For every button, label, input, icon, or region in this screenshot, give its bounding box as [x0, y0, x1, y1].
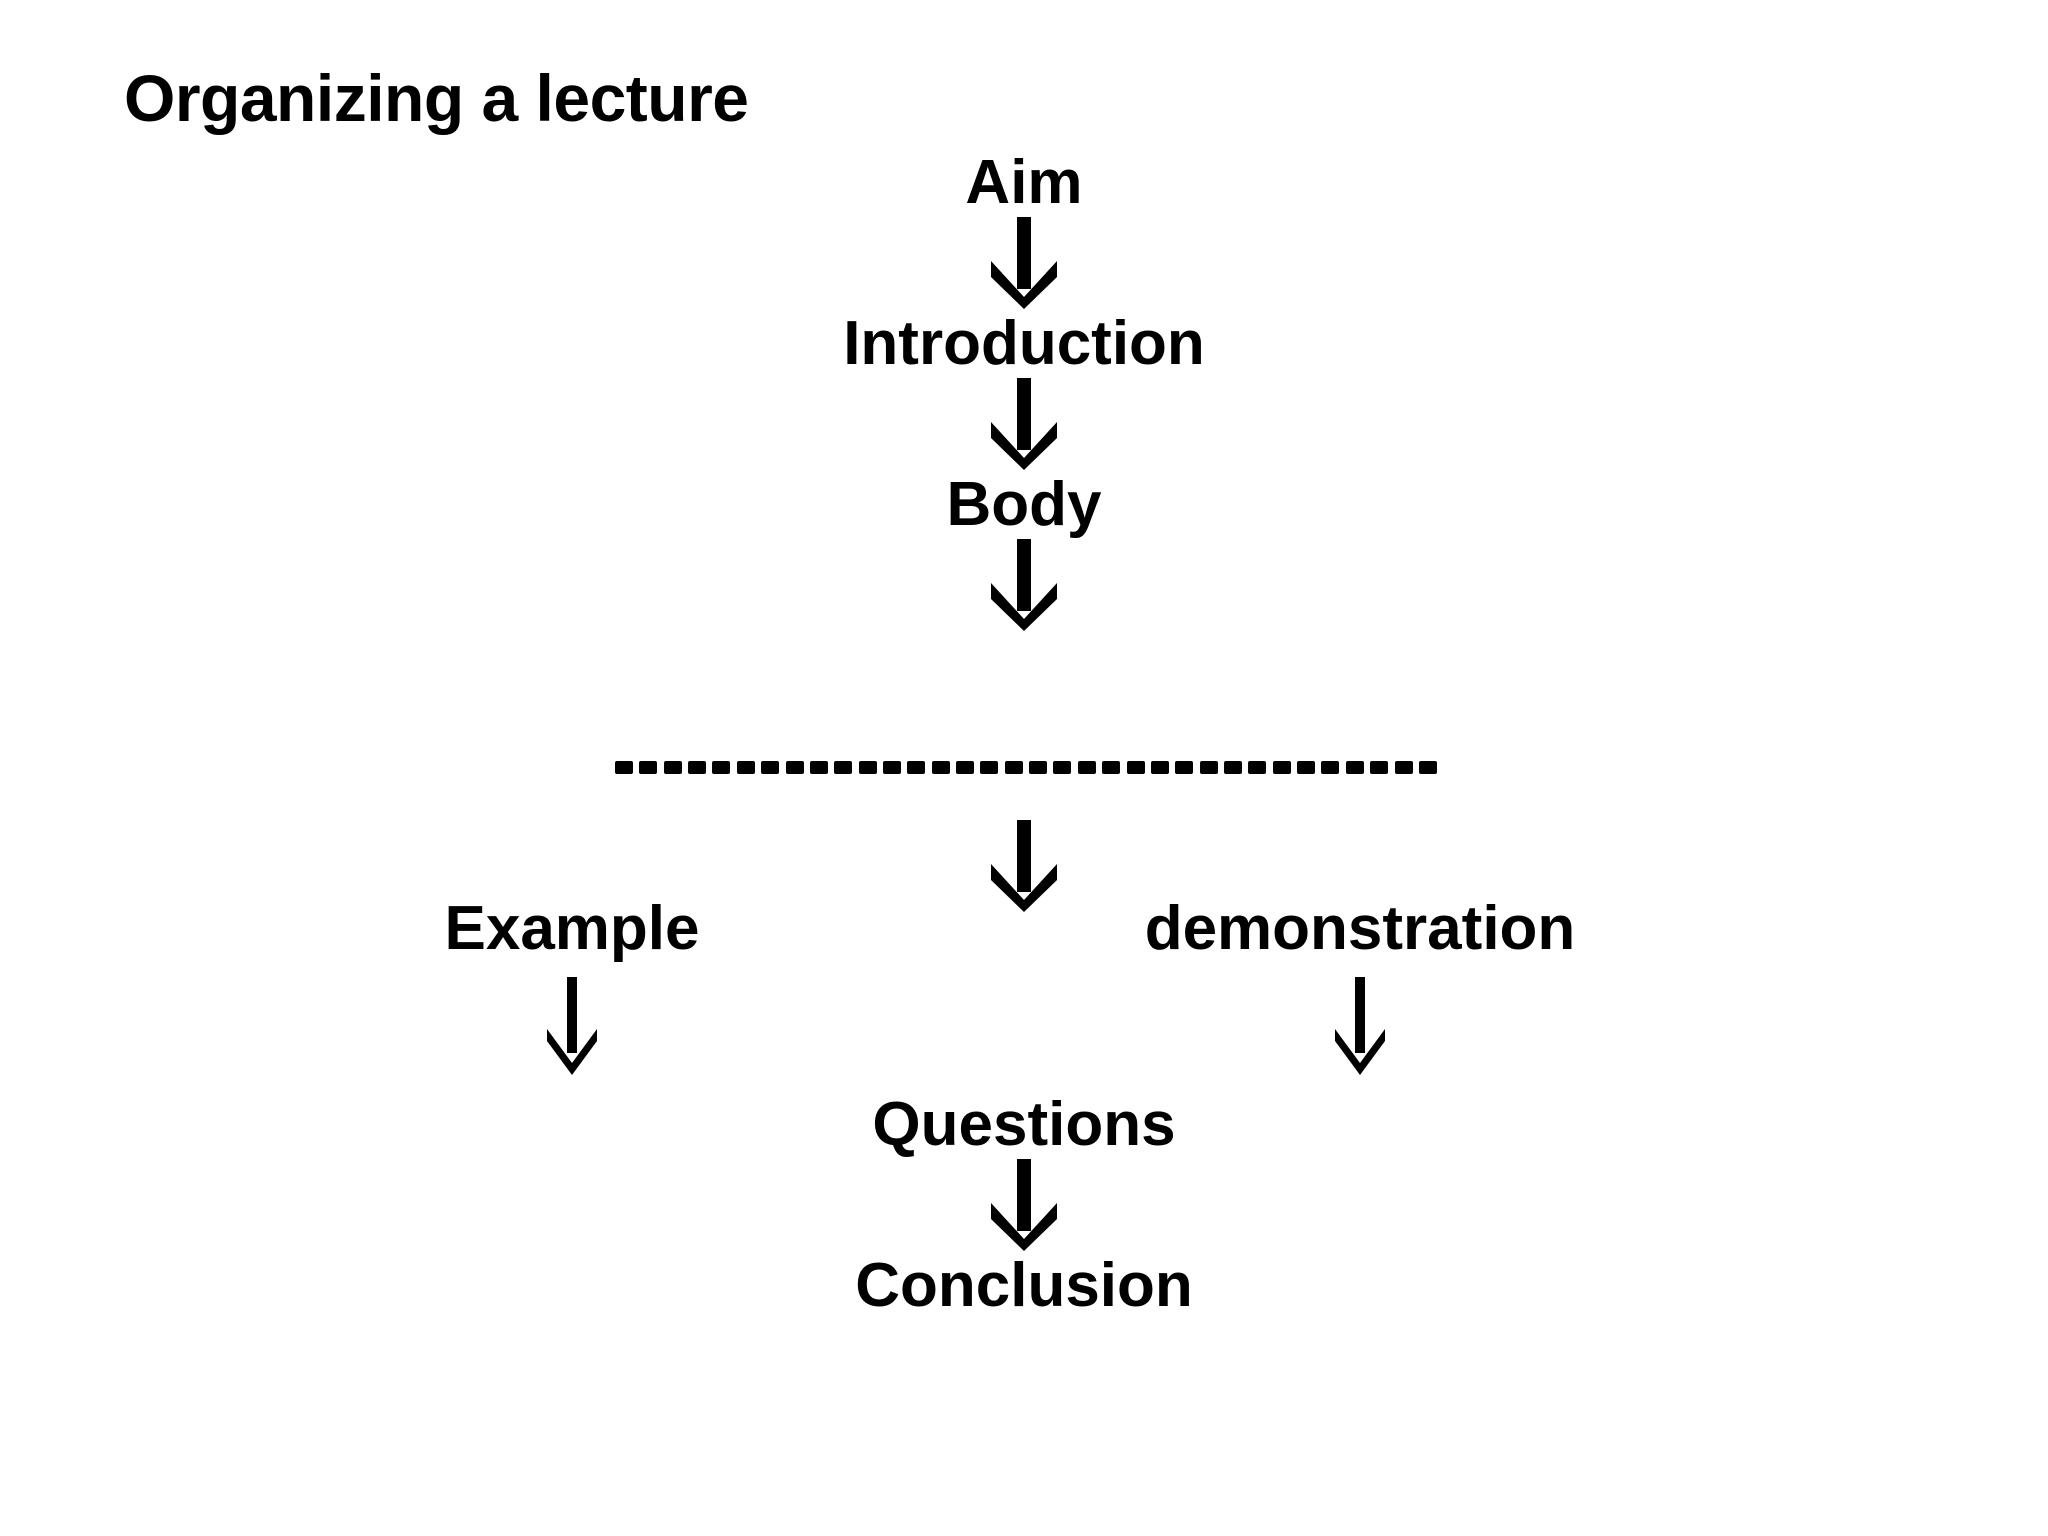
separator-dash — [639, 760, 658, 774]
separator-dash — [882, 760, 901, 774]
arrow-separator-to-branches-wrap — [0, 818, 2048, 914]
separator-dash — [615, 760, 633, 774]
separator-dash — [736, 760, 755, 774]
arrow-down-icon-aim-to-introduction — [987, 215, 1061, 311]
arrow-down-icon-questions-to-conclusion — [987, 1157, 1061, 1253]
tail-flow-column: Questions Conclusion — [0, 1092, 2048, 1318]
separator-dash — [1418, 760, 1437, 774]
flow-node-demonstration: demonstration — [1144, 894, 1576, 963]
separator-dash — [1272, 760, 1291, 774]
flow-node-example: Example — [444, 894, 700, 963]
branch-example: Example — [352, 896, 792, 1079]
separator-dash — [663, 760, 682, 774]
separator-dash — [1297, 760, 1316, 774]
separator-dash — [1223, 760, 1242, 774]
separator-dash — [785, 760, 804, 774]
flow-node-introduction: Introduction — [843, 309, 1205, 379]
arrow-down-icon-demonstration-to-questions — [1329, 975, 1391, 1079]
separator-dash — [858, 760, 877, 774]
arrow-down-icon-body-to-separator — [987, 537, 1061, 633]
branch-row: Example demonstration — [0, 896, 2048, 1126]
separator-dash — [834, 760, 853, 774]
branch-demonstration: demonstration — [1100, 896, 1620, 1079]
flow-node-questions: Questions — [872, 1090, 1176, 1159]
dashed-separator — [615, 760, 1437, 774]
separator-dash — [1345, 760, 1364, 774]
separator-dash — [809, 760, 828, 774]
separator-dash — [1175, 760, 1194, 774]
separator-dash — [761, 760, 780, 774]
page-title: Organizing a lecture — [124, 61, 749, 135]
separator-dash — [1248, 760, 1267, 774]
arrow-down-icon-example-to-questions — [541, 975, 603, 1079]
separator-dash — [1102, 760, 1121, 774]
separator-dash — [931, 760, 950, 774]
separator-dash — [1004, 760, 1023, 774]
separator-dash — [688, 760, 707, 774]
separator-dash — [1394, 760, 1413, 774]
separator-dash — [1150, 760, 1169, 774]
separator-dash — [712, 760, 731, 774]
separator-dash — [907, 760, 926, 774]
main-flow-column: Aim Introduction Body — [0, 150, 2048, 633]
separator-dash — [1053, 760, 1072, 774]
separator-dash — [1321, 760, 1340, 774]
separator-dash — [1370, 760, 1389, 774]
separator-dash — [980, 760, 999, 774]
separator-dash — [1077, 760, 1096, 774]
flow-node-body: Body — [946, 470, 1102, 540]
separator-dash — [1126, 760, 1145, 774]
separator-dash — [1199, 760, 1218, 774]
separator-dash — [956, 760, 975, 774]
flow-node-aim: Aim — [965, 148, 1083, 217]
arrow-down-icon-introduction-to-body — [987, 376, 1061, 472]
flow-node-conclusion: Conclusion — [855, 1251, 1193, 1321]
arrow-down-icon-separator-to-branches — [987, 818, 1061, 914]
separator-dash — [1029, 760, 1048, 774]
